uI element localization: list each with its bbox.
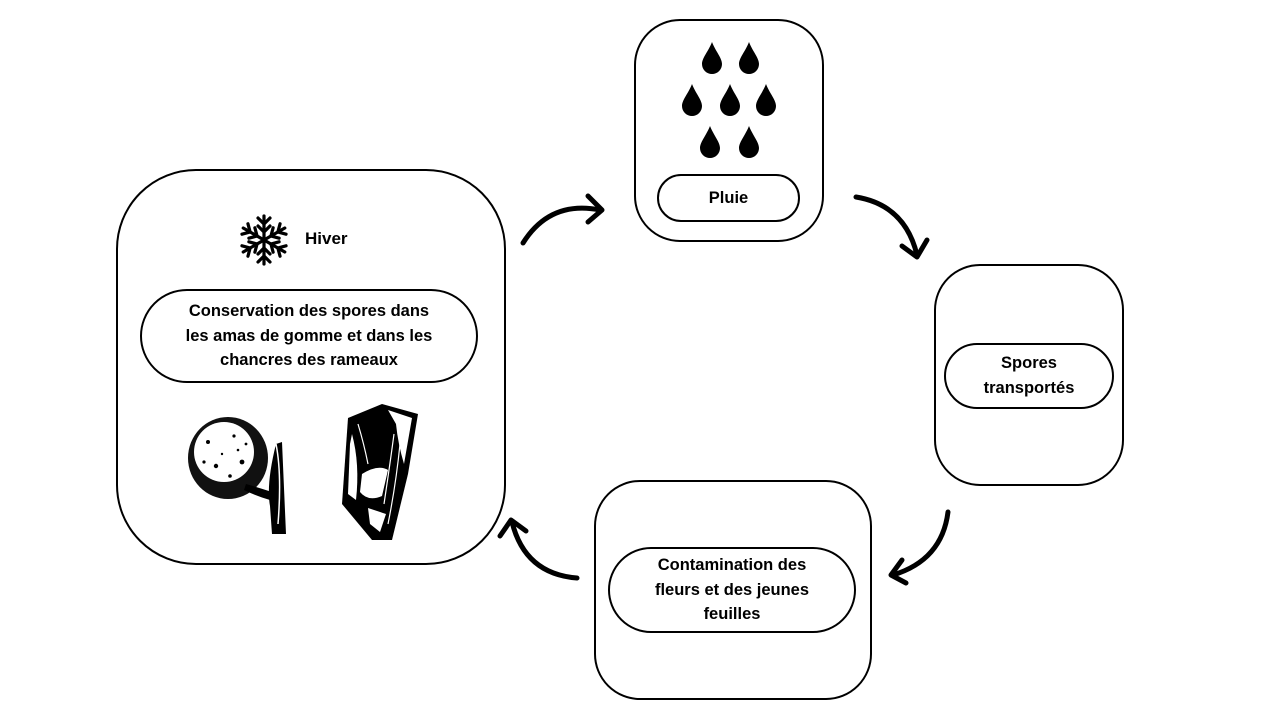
gummy-fruit-illustration bbox=[188, 417, 286, 534]
description-line: Conservation des spores dans bbox=[188, 301, 430, 320]
branch-canker-illustration bbox=[342, 404, 418, 540]
contamination-label-line: feuilles bbox=[703, 605, 761, 624]
conservation-description: Conservation des spores dans les amas de… bbox=[140, 289, 478, 383]
description-line: les amas de gomme et dans les bbox=[185, 326, 433, 345]
contamination-label-pill: Contamination des fleurs et des jeunes f… bbox=[608, 547, 856, 633]
contamination-label-line: fleurs et des jeunes bbox=[654, 580, 810, 599]
arrow-winter-to-rain bbox=[520, 193, 605, 246]
snowflake-icon bbox=[238, 214, 290, 266]
arrow-spores-to-contamination bbox=[888, 509, 951, 586]
season-label: Hiver bbox=[305, 229, 348, 248]
rain-label-pill: Pluie bbox=[657, 174, 800, 222]
arrow-rain-to-spores bbox=[853, 194, 930, 260]
arrow-contamination-to-winter bbox=[497, 517, 580, 581]
spores-label-line: transportés bbox=[983, 379, 1075, 397]
description-line: chancres des rameaux bbox=[220, 351, 398, 370]
spores-label-pill: Spores transportés bbox=[944, 343, 1114, 409]
spores-label-line: Spores bbox=[1001, 354, 1057, 373]
contamination-label-line: Contamination des bbox=[657, 555, 807, 574]
rain-label: Pluie bbox=[708, 188, 749, 207]
